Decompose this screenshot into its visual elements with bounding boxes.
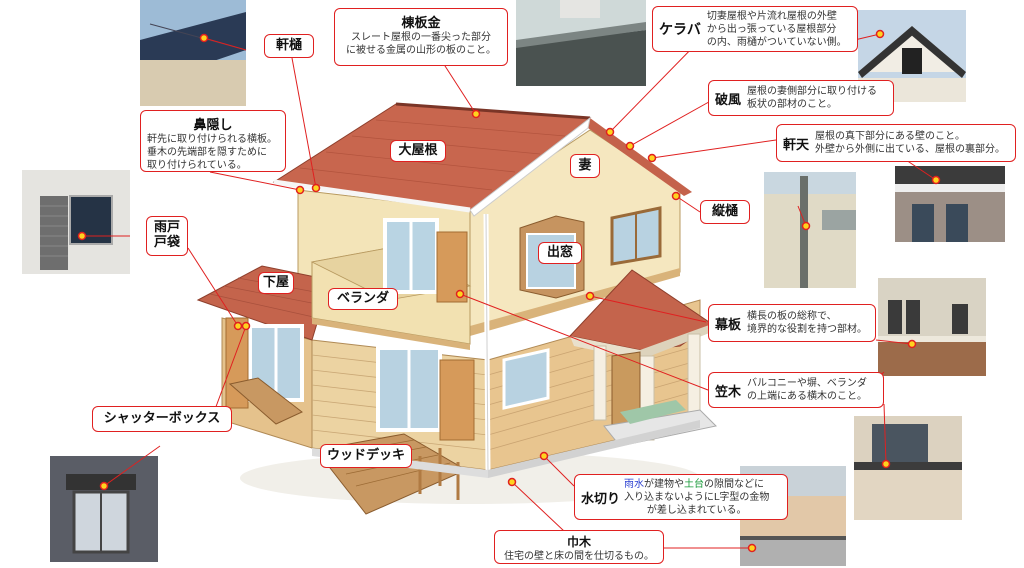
term-mizukiri-text-a: が建物や [644, 478, 685, 490]
term-keraba: ケラバ 切妻屋根や片流れ屋根の外壁 から出っ張っている屋根部分 の内、雨樋がつい… [652, 6, 858, 52]
term-keraba-desc-3: の内、雨樋がついていない側。 [706, 36, 847, 48]
term-mizukiri-desc-1: 雨水が建物や土台の隙間などに [624, 478, 769, 491]
term-hanakakushi-desc-1: 軒先に取り付けられる横板。 [147, 134, 277, 145]
term-amado-title2: 戸袋 [153, 235, 180, 250]
term-hafu-title: 破風 [715, 92, 742, 108]
term-mizukiri-desc-2: 入り込まないようにL字型の金物 [624, 491, 770, 503]
term-mizukiri-text-b: の隙間などに [704, 478, 765, 490]
label-veranda: ベランダ [328, 288, 398, 310]
photo-nokiten [895, 166, 1005, 242]
label-demado: 出窓 [538, 242, 582, 264]
term-hanakakushi-title: 鼻隠し [193, 118, 233, 133]
term-mizukiri-desc-3: が差し込まれている。 [646, 504, 747, 516]
term-hafu: 破風 屋根の妻側部分に取り付ける 板状の部材のこと。 [708, 80, 894, 116]
term-hafu-desc-1: 屋根の妻側部分に取り付ける [747, 86, 878, 97]
term-nokidoi: 軒樋 [264, 34, 314, 58]
term-hanakakushi-desc-3: 取り付けられている。 [147, 160, 247, 171]
photo-downspout [764, 172, 856, 288]
label-tsuma: 妻 [570, 154, 600, 178]
term-amado-title: 雨戸 [153, 220, 180, 236]
label-wood-deck: ウッドデッキ [320, 444, 412, 468]
term-habaki: 巾木 住宅の壁と床の間を仕切るもの。 [494, 530, 664, 564]
term-tatedoi: 縦樋 [700, 200, 750, 224]
term-kasagi-desc-1: バルコニーや塀、ベランダ [747, 378, 867, 389]
label-geya: 下屋 [258, 272, 294, 294]
term-keraba-title: ケラバ [659, 22, 701, 38]
photo-shutter-box [50, 456, 158, 562]
term-keraba-desc-2: から出っ張っている屋根部分 [706, 23, 837, 35]
term-makuita-title: 幕板 [715, 317, 742, 333]
term-mizukiri: 水切り 雨水が建物や土台の隙間などに 入り込まないようにL字型の金物 が差し込ま… [574, 474, 788, 520]
term-kasagi: 笠木 バルコニーや塀、ベランダ の上端にある横木のこと。 [708, 372, 884, 408]
term-mizukiri-word-rain: 雨水 [624, 478, 645, 490]
term-mizukiri-title: 水切り [581, 491, 621, 507]
term-munaita-desc-1: スレート屋根の一番尖った部分 [351, 32, 491, 43]
photo-shutter-door [22, 170, 130, 274]
term-nokiten-desc-2: 外壁から外側に出ている、屋根の裏部分。 [815, 144, 1006, 155]
term-kasagi-desc-2: の上端にある横木のこと。 [747, 391, 868, 402]
term-nokiten-desc-1: 屋根の真下部分にある壁のこと。 [815, 131, 966, 142]
term-habaki-title: 巾木 [566, 535, 591, 549]
term-amado: 雨戸 戸袋 [146, 216, 188, 256]
term-hafu-desc-2: 板状の部材のこと。 [747, 99, 838, 110]
term-habaki-desc-1: 住宅の壁と床の間を仕切るもの。 [504, 551, 654, 562]
term-nokiten: 軒天 屋根の真下部分にある壁のこと。 外壁から外側に出ている、屋根の裏部分。 [776, 124, 1016, 162]
photo-gutter [140, 0, 247, 106]
label-oyane: 大屋根 [390, 140, 446, 162]
term-kasagi-title: 笠木 [715, 384, 742, 400]
term-munaita: 棟板金 スレート屋根の一番尖った部分 に被せる金属の山形の板のこと。 [334, 8, 508, 66]
term-hanakakushi: 鼻隠し 軒先に取り付けられる横板。 垂木の先端部を隠すために 取り付けられている… [140, 110, 286, 172]
photo-ridge [516, 0, 646, 86]
term-munaita-title: 棟板金 [401, 16, 441, 31]
term-munaita-desc-2: に被せる金属の山形の板のこと。 [346, 45, 496, 56]
label-shutter-box: シャッターボックス [92, 406, 232, 432]
marker-dots [77, 29, 941, 553]
leader-lines [82, 33, 937, 549]
term-mizukiri-word-foundation: 土台 [684, 478, 705, 490]
term-makuita: 幕板 横長の板の総称で、 境界的な役割を持つ部材。 [708, 304, 876, 342]
term-makuita-desc-1: 横長の板の総称で、 [747, 311, 837, 322]
photo-kasagi [854, 416, 962, 520]
term-hanakakushi-desc-2: 垂木の先端部を隠すために [147, 147, 267, 158]
term-makuita-desc-2: 境界的な役割を持つ部材。 [747, 324, 868, 335]
term-nokiten-title: 軒天 [783, 137, 810, 153]
term-keraba-desc-1: 切妻屋根や片流れ屋根の外壁 [706, 10, 837, 22]
photo-makuita [878, 278, 986, 376]
